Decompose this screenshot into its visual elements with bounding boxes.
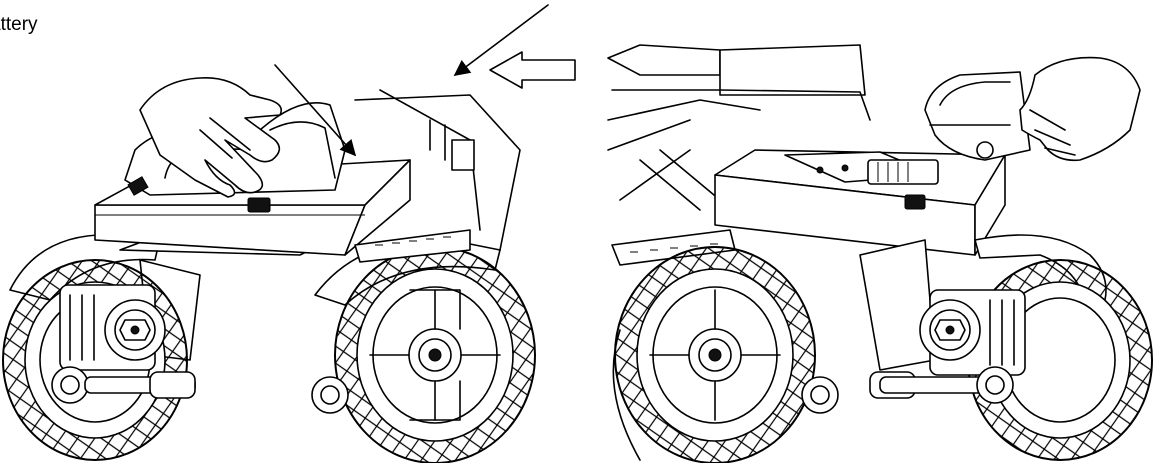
- left-panel-remove-battery: [2, 4, 576, 463]
- hand-left: [139, 77, 283, 198]
- battery-latch-left: [247, 197, 271, 213]
- caster-left: [311, 376, 349, 414]
- hand-right: [1019, 56, 1141, 162]
- caster-right: [801, 376, 839, 414]
- pointer-arrow-latch: [274, 64, 357, 157]
- right-panel-insert-battery: [607, 44, 1153, 463]
- battery-tray-right: [714, 149, 1006, 256]
- battery-latch-right: [904, 194, 926, 210]
- motor-right: [919, 289, 1026, 376]
- front-wheel-right: [611, 229, 816, 463]
- caption-text: attery: [0, 14, 38, 35]
- battery-pack-right: [924, 71, 1031, 161]
- motor-left: [59, 284, 166, 371]
- release-handle-right: [869, 366, 1014, 404]
- motor-bracket-right: [859, 239, 936, 371]
- front-wheel-left: [314, 238, 536, 463]
- release-handle-left: [51, 366, 196, 404]
- pointer-arrow-top: [453, 4, 549, 76]
- direction-arrow-hollow: [489, 51, 576, 89]
